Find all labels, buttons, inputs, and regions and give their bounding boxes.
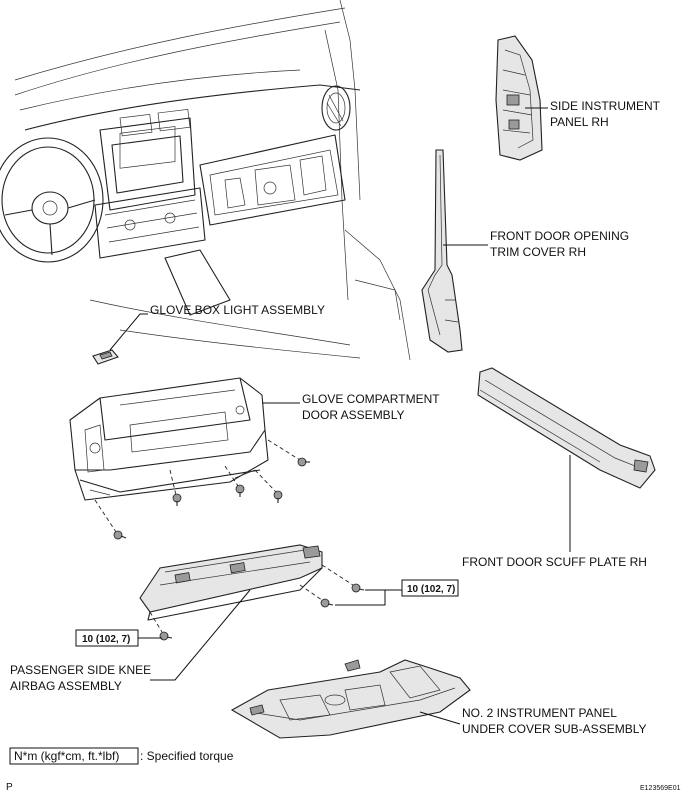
- under-cover-part: [230, 659, 471, 739]
- door-opening-trim-label-2: TRIM COVER RH: [490, 245, 586, 259]
- torque-value-right: 10 (102, 7): [407, 584, 455, 595]
- footer-code: E123569E01: [640, 785, 681, 792]
- scuff-plate-part: [477, 367, 656, 552]
- legend-box: [9, 747, 139, 765]
- glove-compartment-label-1: GLOVE COMPARTMENT: [302, 392, 440, 406]
- screw-icon: [159, 631, 173, 641]
- screw-icon: [113, 530, 127, 540]
- side-instrument-panel-label-2: PANEL RH: [550, 115, 609, 129]
- knee-airbag-label-1: PASSENGER SIDE KNEE: [10, 663, 151, 677]
- torque-box-right: [401, 579, 459, 597]
- footer-left: P: [6, 782, 13, 793]
- glove-compartment-part: [69, 377, 300, 501]
- screw-icon: [273, 490, 283, 503]
- side-instrument-panel-part: [495, 35, 548, 161]
- legend-text: : Specified torque: [140, 749, 234, 763]
- screw-icon: [235, 484, 245, 497]
- torque-value-left: 10 (102, 7): [82, 634, 130, 645]
- glove-compartment-screws: [94, 439, 310, 540]
- screw-icon: [297, 457, 310, 467]
- door-opening-trim-label-1: FRONT DOOR OPENING: [490, 229, 629, 243]
- door-opening-trim-part: [421, 149, 488, 353]
- dashboard-scene: [0, 0, 411, 361]
- glove-compartment-label-2: DOOR ASSEMBLY: [302, 408, 404, 422]
- knee-airbag-label-2: AIRBAG ASSEMBLY: [10, 679, 122, 693]
- under-cover-label-2: UNDER COVER SUB-ASSEMBLY: [462, 722, 646, 736]
- knee-airbag-part: [139, 544, 323, 681]
- screw-icon: [351, 583, 365, 593]
- knee-airbag-screws: [138, 564, 402, 641]
- glove-box-light-label: GLOVE BOX LIGHT ASSEMBLY: [150, 303, 325, 317]
- screw-icon: [172, 493, 182, 506]
- under-cover-label-1: NO. 2 INSTRUMENT PANEL: [462, 706, 617, 720]
- side-instrument-panel-label-1: SIDE INSTRUMENT: [550, 99, 661, 113]
- legend-unit: N*m (kgf*cm, ft.*lbf): [14, 749, 119, 763]
- scuff-plate-label: FRONT DOOR SCUFF PLATE RH: [462, 555, 647, 569]
- glove-box-light-part: [92, 313, 148, 365]
- torque-box-left: [75, 629, 139, 647]
- screw-icon: [320, 598, 334, 608]
